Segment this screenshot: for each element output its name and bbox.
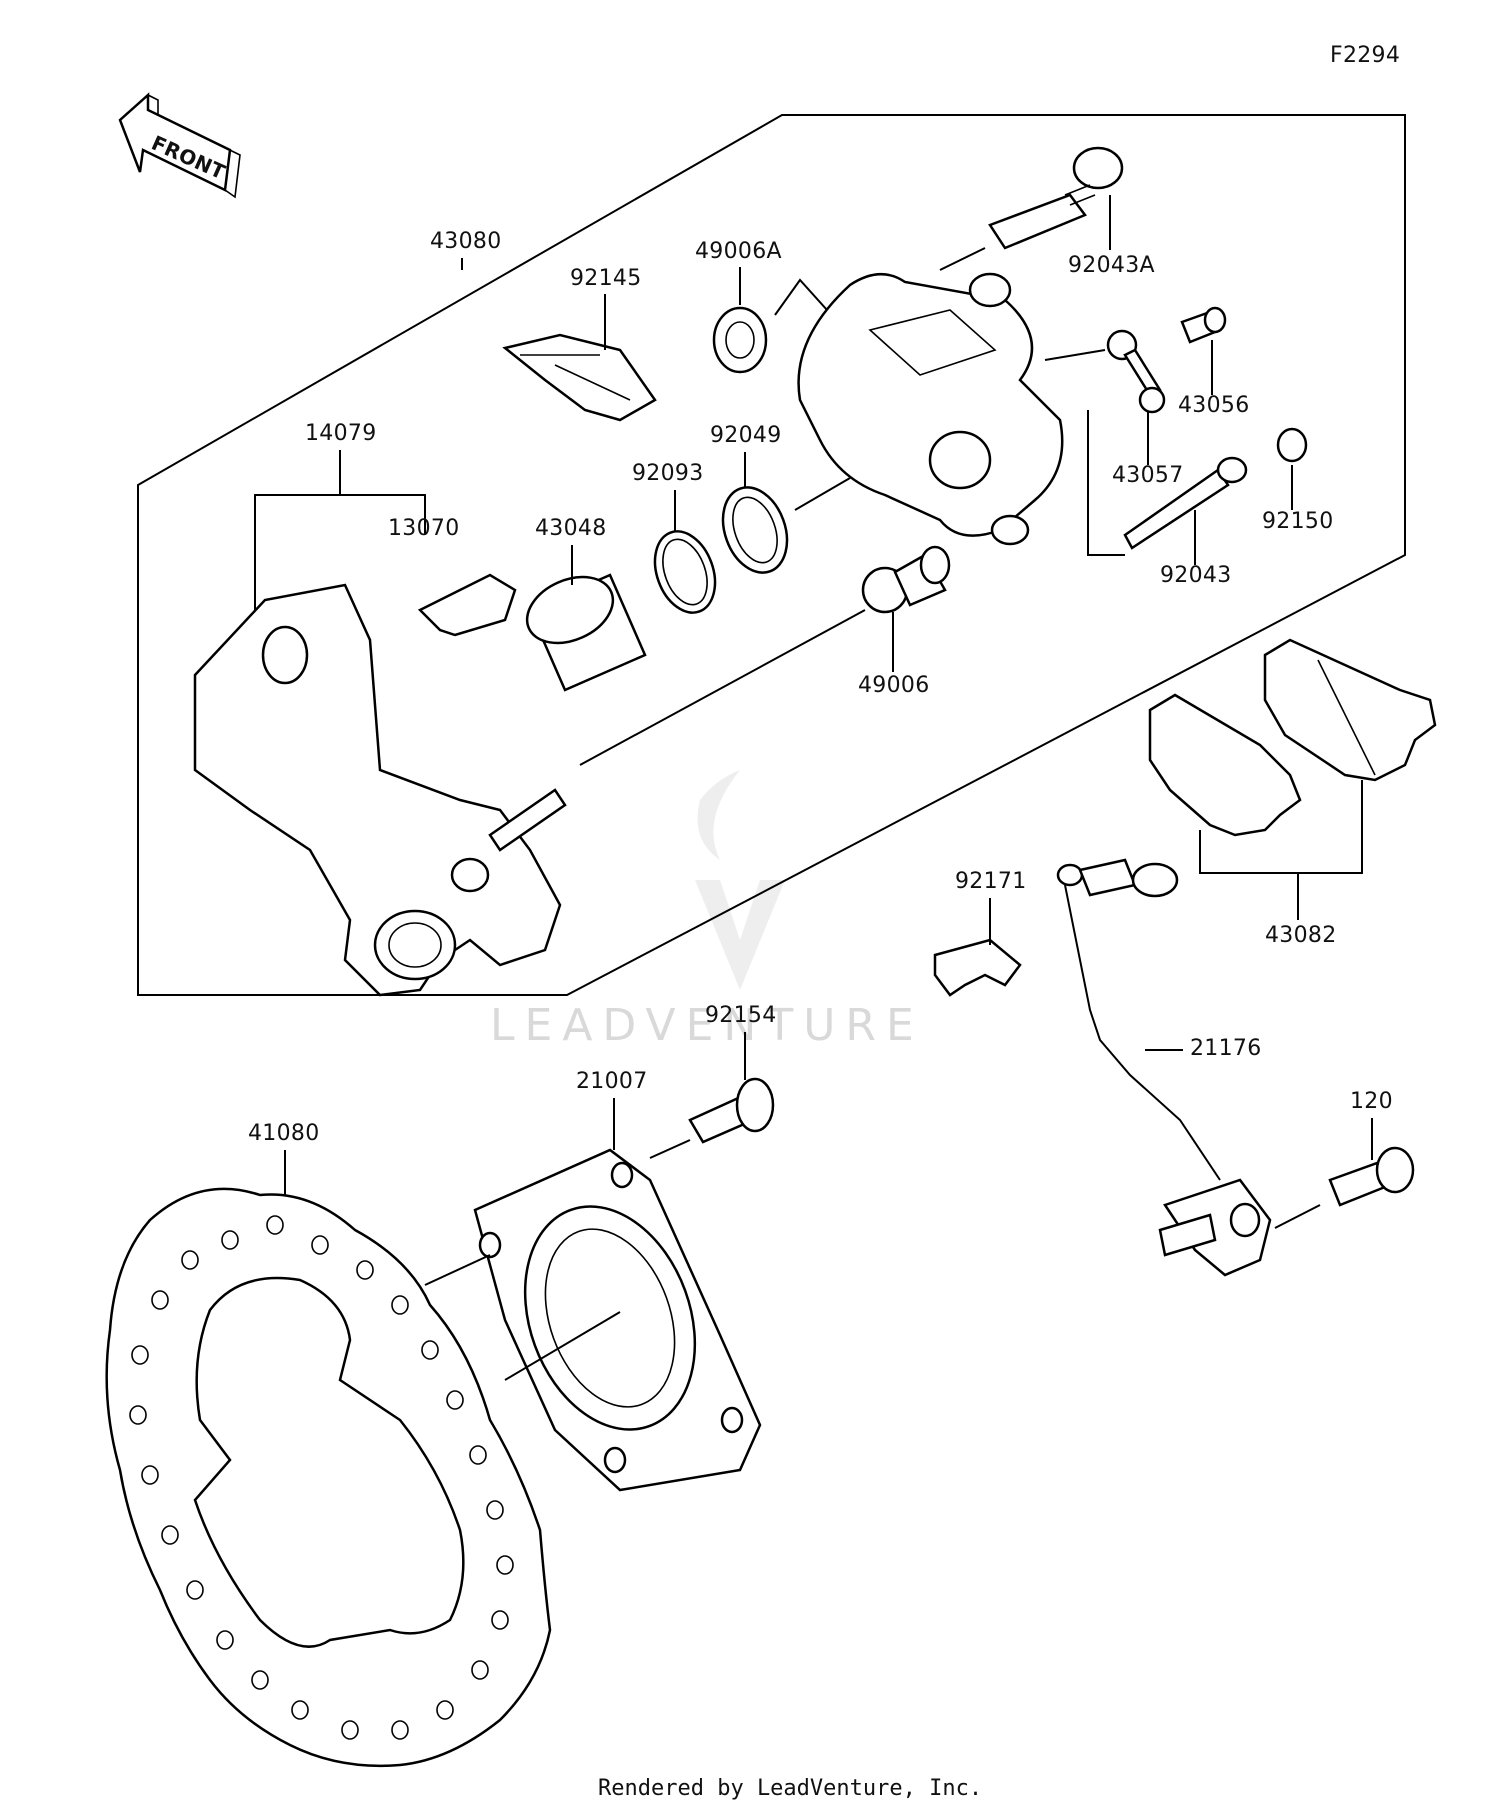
sensor-bolt-part: [1328, 1146, 1415, 1207]
disc-bolt-part: [688, 1077, 775, 1144]
callout-92043: 92043: [1160, 563, 1232, 588]
watermark-text: LEADVENTURE: [490, 1000, 924, 1051]
caliper-assembly-outline: [137, 114, 1406, 996]
boot-49006A-part: [712, 306, 768, 374]
callout-43057: 43057: [1112, 463, 1184, 488]
plug-92150-part: [1276, 427, 1308, 463]
sensor-clamp-part: [933, 938, 1022, 997]
callout-43080: 43080: [430, 229, 502, 254]
pin-92043A-part: [988, 146, 1124, 250]
leader-43082: [1199, 780, 1363, 920]
leader-21007-link-1: [424, 1254, 491, 1286]
pin-92043-part: [1123, 456, 1248, 550]
figure-code: F2294: [1330, 43, 1400, 68]
dust-seal-part: [653, 530, 717, 614]
leader-43057-link: [1044, 349, 1106, 361]
footer-credit: Rendered by LeadVenture, Inc.: [598, 1776, 982, 1801]
callout-43082: 43082: [1265, 923, 1337, 948]
callout-120: 120: [1350, 1089, 1393, 1114]
leader-92049-link: [794, 477, 851, 511]
callout-49006A: 49006A: [695, 239, 782, 264]
front-arrow-icon: FRONT: [118, 92, 241, 199]
callout-92043A: 92043A: [1068, 253, 1155, 278]
pad-clip-part: [417, 573, 517, 637]
leader-14079-link: [579, 609, 866, 766]
leader-120-link: [1274, 1204, 1321, 1229]
abs-sensor-rotor-part: [473, 1148, 762, 1492]
callout-21007: 21007: [576, 1069, 648, 1094]
callout-43048: 43048: [535, 516, 607, 541]
callout-92171: 92171: [955, 869, 1027, 894]
caliper-bracket-part: [193, 583, 567, 997]
caliper-body-part: [797, 272, 1064, 546]
brake-pads-part: [1148, 638, 1437, 837]
callout-92049: 92049: [710, 423, 782, 448]
callout-13070: 13070: [388, 516, 460, 541]
abs-sensor-part: [1056, 858, 1272, 1277]
callout-92154: 92154: [705, 1003, 777, 1028]
callout-92093: 92093: [632, 461, 704, 486]
callout-21176: 21176: [1190, 1036, 1262, 1061]
callout-14079: 14079: [305, 421, 377, 446]
leader-92043-link: [1087, 410, 1125, 556]
piston-part: [525, 573, 647, 692]
bleeder-valve-part: [1180, 306, 1227, 344]
pad-spring-part: [502, 333, 657, 422]
leader-21007-link-2: [504, 1311, 621, 1381]
leader-92043A-link: [939, 247, 986, 271]
brake-disc-part: [105, 1187, 552, 1768]
callout-41080: 41080: [248, 1121, 320, 1146]
leader-92154-link: [649, 1139, 691, 1159]
watermark-logo: [695, 770, 785, 990]
boot-49006-part: [861, 545, 951, 614]
callout-43056: 43056: [1178, 393, 1250, 418]
piston-seal-part: [721, 486, 789, 574]
callout-49006: 49006: [858, 673, 930, 698]
bleeder-cap-part: [1106, 329, 1166, 414]
leader-14079: [254, 450, 426, 610]
callout-92150: 92150: [1262, 509, 1334, 534]
callout-92145: 92145: [570, 266, 642, 291]
